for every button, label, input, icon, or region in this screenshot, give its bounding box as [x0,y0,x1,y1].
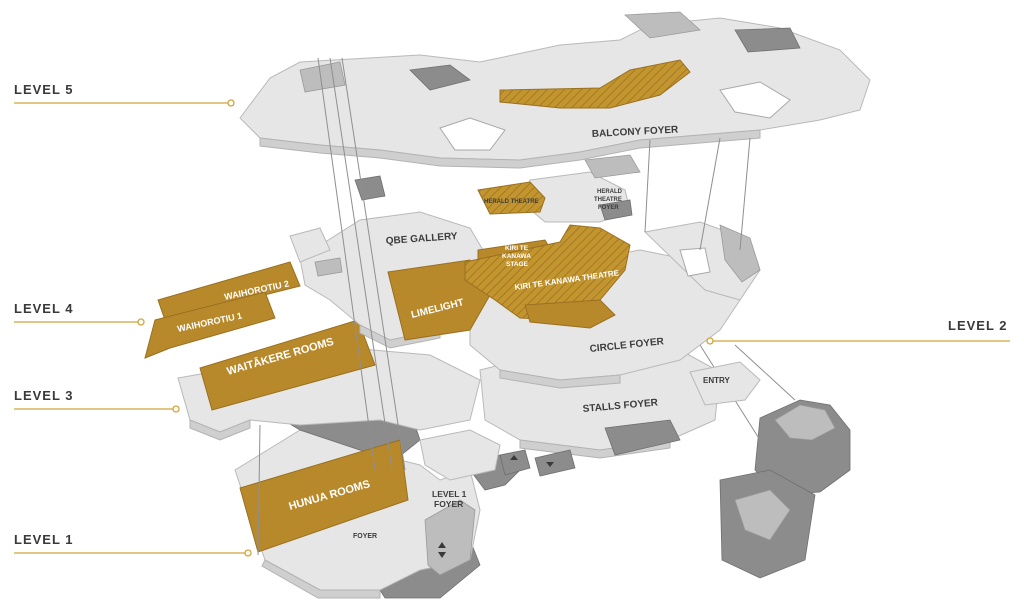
herald-theatre-label: HERALD THEATRE [484,199,539,205]
waitakere-rooms[interactable] [199,319,376,411]
level-1-right-wing [699,344,851,579]
foyer-label: FOYER [353,533,377,540]
herald-theatre[interactable] [477,181,546,215]
level-5-label: LEVEL 5 [14,82,74,97]
herald-foyer-label-3: FOYER [598,205,619,211]
kiri-stage-label-2: KANAWA [502,253,531,260]
kiri-te-kanawa-theatre[interactable] [464,224,631,321]
balcony-seating[interactable] [499,59,691,109]
kiri-stage-label-3: STAGE [506,261,529,268]
balcony-foyer-label: BALCONY FOYER [592,124,680,140]
level1-foyer-label-2: FOYER [434,499,463,509]
waihorotiu-1-room[interactable] [144,291,276,359]
kiri-te-kanawa-seating [524,299,616,329]
entry-label: ENTRY [703,376,730,385]
level-2-label: LEVEL 2 [948,318,1008,333]
herald-foyer-label-1: HERALD [597,189,623,195]
level-1-label: LEVEL 1 [14,532,74,547]
qbe-gallery-label: QBE GALLERY [385,231,458,247]
level1-foyer-label-1: LEVEL 1 [432,489,467,499]
hunua-rooms[interactable] [239,439,409,553]
lift-shafts [257,57,751,556]
level-3-label: LEVEL 3 [14,388,74,403]
level-4-label: LEVEL 4 [14,301,74,316]
waihorotiu-2-room[interactable] [157,261,301,321]
kiri-stage-label-1: KIRI TE [505,245,529,252]
herald-foyer-label-2: THEATRE [594,197,622,203]
stair-arrow-icons [438,455,554,558]
level-leaders [14,99,1010,557]
